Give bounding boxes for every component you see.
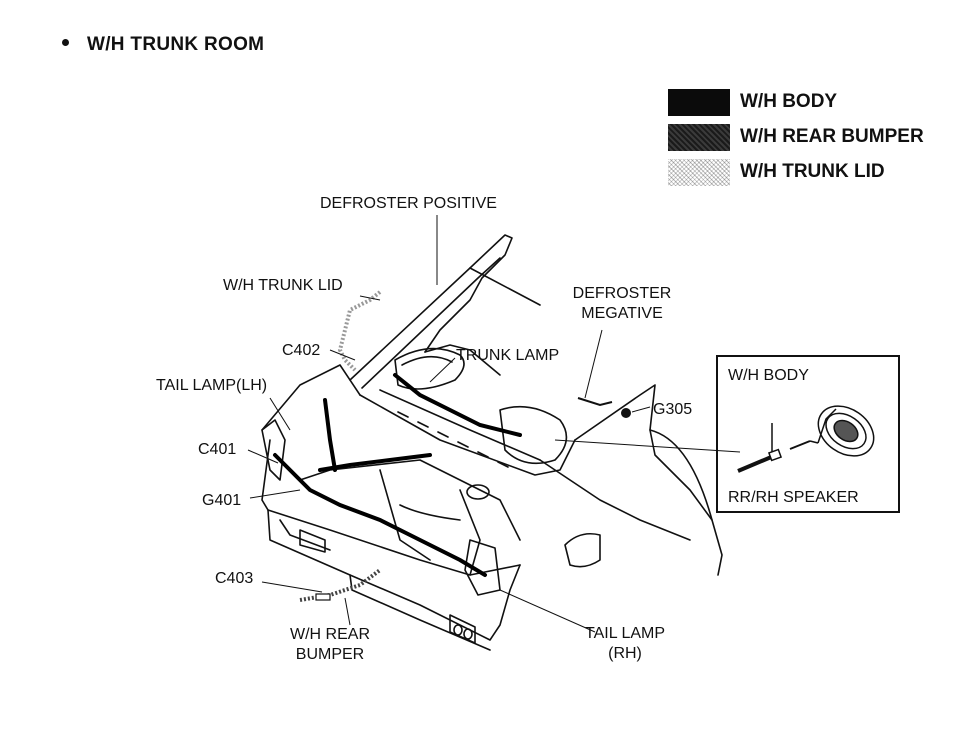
label-tail-lamp-rh-line1: TAIL LAMP [584, 625, 666, 642]
legend-label-body: W/H BODY [740, 91, 838, 112]
legend-swatch-trunk-lid [668, 159, 730, 186]
label-c403: C403 [215, 570, 254, 587]
label-wh-trunk-lid: W/H TRUNK LID [223, 277, 343, 294]
legend-swatch-body [668, 89, 730, 116]
label-g401: G401 [202, 492, 242, 509]
trunk-lid [349, 234, 541, 390]
legend-swatch-rear-bumper [668, 124, 730, 151]
wiring-body [273, 373, 522, 577]
quarter-panel [539, 384, 723, 576]
speaker-lead [789, 440, 811, 450]
leader-lines [247, 215, 741, 633]
speaker-icon [809, 405, 875, 457]
label-wh-rear-bumper: W/H REAR BUMPER [270, 625, 390, 665]
legend-label-trunk-lid: W/H TRUNK LID [740, 161, 885, 182]
diagram-title: W/H TRUNK ROOM [62, 34, 264, 56]
label-defroster-negative: DEFROSTER MEGATIVE [562, 284, 682, 324]
label-tail-lamp-lh: TAIL LAMP(LH) [156, 377, 268, 394]
label-c402: C402 [282, 342, 321, 359]
trunk-floor [261, 364, 521, 576]
label-rr-rh-speaker: RR/RH SPEAKER [728, 489, 859, 506]
package-tray [359, 389, 576, 476]
label-defroster-negative-line1: DEFROSTER [572, 285, 672, 302]
wiring-rear-bumper [299, 568, 382, 602]
title-text: W/H TRUNK ROOM [87, 34, 265, 55]
label-c401: C401 [198, 441, 237, 458]
label-g305: G305 [653, 401, 693, 418]
c403-connector [315, 593, 331, 601]
rear-panel [267, 509, 521, 651]
speaker-drawing [737, 405, 875, 473]
label-inset-wh-body: W/H BODY [728, 367, 809, 384]
label-trunk-lamp: TRUNK LAMP [456, 347, 560, 364]
wiring-trunk-lid [337, 290, 382, 372]
inset-harness [737, 453, 777, 473]
label-tail-lamp-rh: TAIL LAMP (RH) [565, 624, 685, 664]
label-wh-rear-bumper-line2: BUMPER [295, 646, 365, 663]
g305-ground [621, 408, 631, 418]
label-defroster-negative-line2: MEGATIVE [581, 305, 663, 322]
inset-connector [767, 448, 783, 462]
legend-label-rear-bumper: W/H REAR BUMPER [740, 126, 924, 147]
bullet-icon [62, 39, 69, 47]
speaker-inset: W/H BODY RR/RH SPEAKER [716, 355, 900, 513]
defroster-negative-lead [577, 397, 613, 407]
label-tail-lamp-rh-line2: (RH) [608, 645, 642, 662]
label-wh-rear-bumper-line1: W/H REAR [290, 626, 370, 643]
label-defroster-positive: DEFROSTER POSITIVE [320, 195, 497, 212]
